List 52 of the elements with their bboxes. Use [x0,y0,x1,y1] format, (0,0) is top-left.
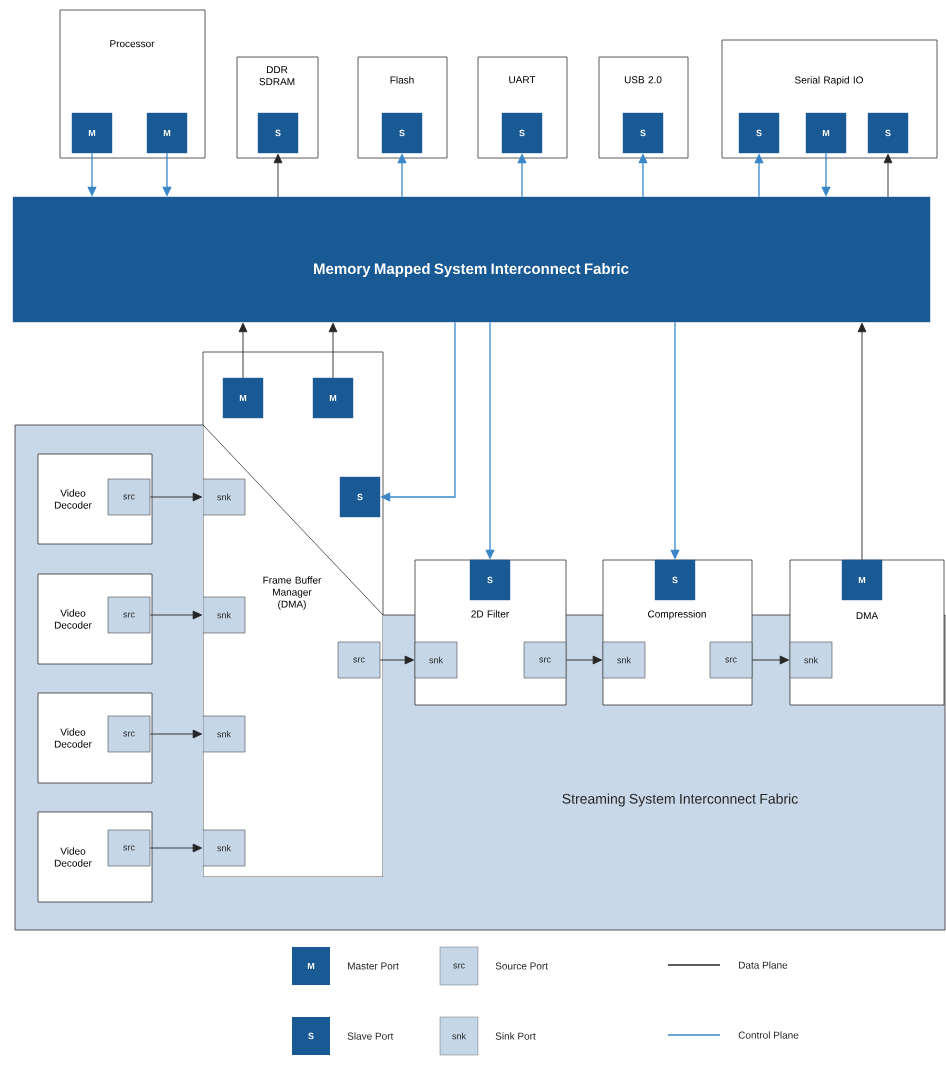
master-port: M [841,559,883,601]
interconnect-bar: Memory Mapped System Interconnect Fabric [12,196,931,323]
arrow [149,729,203,739]
slave-port: S [381,112,423,154]
swatch-letter: snk [452,1032,466,1040]
legend-text: Data Plane [739,961,788,969]
source-port: src [709,641,753,679]
arrow [379,655,415,665]
slave-port: S [867,112,909,154]
arrow [273,153,283,198]
slave-port: S [339,476,381,518]
arrow [565,655,603,665]
source-port: src [107,829,151,867]
swatch-letter: M [307,962,315,970]
master-port: M [146,112,188,154]
source-port: src [107,596,151,634]
arrow [751,655,790,665]
arrow [328,322,338,379]
slave-port: S [654,559,696,601]
arrow [149,492,203,502]
arrow [149,843,203,853]
legend-text: Master Port [348,962,399,970]
master-port: M [805,112,847,154]
sink-port: snk [414,641,458,679]
source-port: src [107,715,151,753]
slave-port: S [257,112,299,154]
swatch-letter: src [453,963,465,969]
sink-port: snk [602,641,646,679]
sink-port: snk [202,596,246,634]
source-port: src [523,641,567,679]
source-port: src [107,478,151,516]
slave-port: S [738,112,780,154]
arrow [857,322,867,561]
legend-text: Sink Port [495,1032,536,1040]
sink-port: snk [202,478,246,516]
sink-port: snk [789,641,833,679]
arrow [238,322,248,379]
legend-text: Source Port [495,962,548,970]
arrow [149,610,203,620]
slave-port: S [622,112,664,154]
arrow [883,153,893,198]
sink-port: snk [202,829,246,867]
swatch-letter: S [308,1032,314,1040]
slave-port: S [469,559,511,601]
master-port: M [312,377,354,419]
source-port: src [337,641,381,679]
slave-port: S [501,112,543,154]
master-port: M [71,112,113,154]
sink-port: snk [202,715,246,753]
legend-text: Control Plane [738,1031,799,1039]
legend-text: Slave Port [347,1032,394,1040]
master-port: M [222,377,264,419]
